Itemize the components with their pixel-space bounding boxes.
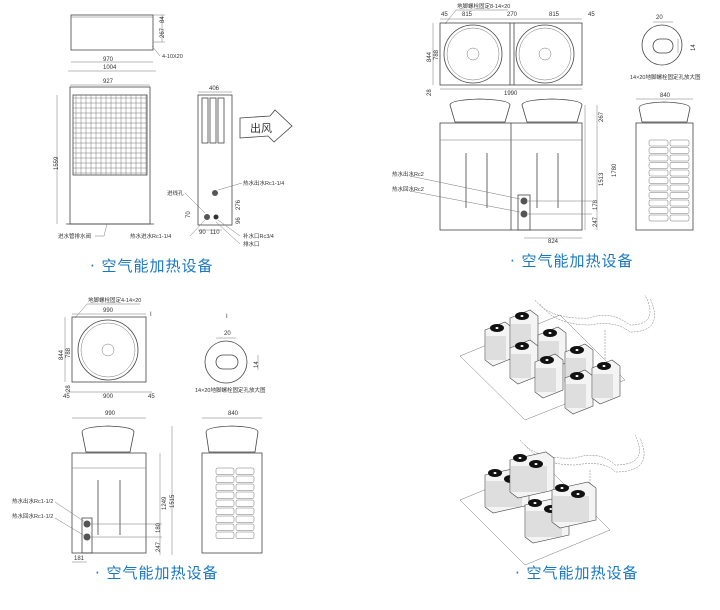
dim-90: 90 [199,230,206,236]
side-view-double-unit: 840 [635,93,694,231]
hole-detail-bottom-left: I 20 14 14×20地脚螺栓固定孔放大图 [195,314,266,394]
dim-45-right: 45 [148,394,155,400]
dim-70: 70 [186,211,192,218]
dim-990-front: 990 [105,411,116,417]
airflow-label: 出风 [250,121,272,135]
dim-247-b: 247 [156,541,162,552]
dim-970: 970 [103,57,114,63]
hole-detail-caption: 14×20地脚螺栓固定孔放大图 [630,73,701,81]
dim-45-a: 45 [441,12,448,18]
drain-label: 排水口 [243,240,260,248]
dim-28: 28 [427,89,433,96]
dim-178: 178 [593,199,599,210]
caption-top-right: · 空气能加热设备 [510,252,634,270]
dim-1990: 1990 [504,91,518,97]
section-mark-b: I [226,314,228,320]
dim-45-left: 45 [63,394,70,400]
section-mark-a: I [150,312,152,318]
dim-844: 844 [427,51,433,62]
front-view-small-unit: 927 1559 进水管排水阀 [54,79,154,240]
dim-45-b: 45 [588,12,595,18]
panel-top-left: 84 267 4-10X20 970 1004 927 1559 进水管排水阀 [30,0,330,280]
dim-84: 84 [160,16,166,23]
dim-1249: 1249 [162,496,168,510]
dim-815-b: 815 [549,12,560,18]
dim-1004: 1004 [103,65,117,71]
front-view-single-unit: 990 热水出水Rc1-1/2 热水回水Rc1-1/2 1249 1515 18… [12,411,176,563]
dim-900: 900 [103,394,114,400]
dim-1515: 1515 [170,494,176,508]
cable-hole-label: 进线孔 [167,189,184,197]
hot-water-out-rc112-label: 热水出水Rc1-1/2 [12,497,53,505]
dim-840-a: 840 [660,93,671,99]
dim-180: 180 [156,522,162,533]
dim-1513: 1513 [599,172,605,186]
drawing-bottom-right [459,294,655,566]
caption-bottom-right: · 空气能加热设备 [515,564,639,582]
dim-28-b: 28 [66,385,72,392]
hole-dim-20-b: 20 [224,331,231,337]
panel-bottom-right: · 空气能加热设备 [360,290,720,610]
heat-pump-unit [484,321,514,367]
dim-990-top: 990 [103,308,114,314]
dim-181: 181 [74,556,85,562]
hole-note: 4-10X20 [162,54,183,60]
hole-dim-20: 20 [656,15,663,21]
panel-bottom-left: 地脚螺栓固定4-14×20 990 I 844 788 28 45 900 45… [0,290,360,610]
heat-pump-unit [534,353,564,399]
dim-96: 96 [236,217,242,224]
hot-water-return-rc112-label: 热水回水Rc1-1/2 [12,512,53,520]
dim-927: 927 [103,79,114,85]
heat-pump-unit [591,359,621,405]
drawing-bottom-left: 地脚螺栓固定4-14×20 990 I 844 788 28 45 900 45… [12,296,266,563]
front-view-double-unit: 热水出水Rc2 热水回水Rc2 267 1513 1780 178 247 82… [392,98,618,245]
dim-815-a: 815 [462,12,473,18]
hole-dim-14: 14 [691,44,697,51]
dim-788: 788 [434,49,440,60]
drawing-top-left: 84 267 4-10X20 970 1004 927 1559 进水管排水阀 [54,14,293,248]
dim-406: 406 [209,86,220,92]
dim-267: 267 [160,27,166,38]
caption-top-left: · 空气能加热设备 [90,257,214,275]
hot-water-out-label: 热水出水Rc1-1/4 [243,179,284,187]
heat-pump-unit [509,339,539,385]
heat-pump-double-unit [551,481,597,529]
dim-267-b: 267 [599,111,605,122]
side-view-single-unit: 840 [201,411,263,554]
dim-1559: 1559 [54,156,60,170]
top-view-single-unit: 地脚螺栓固定4-14×20 990 I 844 788 28 45 900 45 [59,296,155,400]
dim-824: 824 [548,239,559,245]
dim-788-b: 788 [66,347,72,358]
hot-water-return-rc2-label: 热水回水Rc2 [392,185,424,193]
drawing-top-right: 地脚螺栓固定8-14×20 45 815 270 815 45 844 788 … [392,2,701,245]
hole-dim-14-b: 14 [254,361,260,368]
hot-water-out-rc2-label: 热水出水Rc2 [392,170,424,178]
heat-pump-unit [564,369,594,415]
panel-top-right: 地脚螺栓固定8-14×20 45 815 270 815 45 844 788 … [360,0,720,280]
top-view-double-unit: 地脚螺栓固定8-14×20 45 815 270 815 45 844 788 … [427,2,595,97]
installation-layout-4-double-units [459,434,645,566]
top-view-small-unit: 84 267 4-10X20 970 1004 [68,14,183,72]
hot-water-in-label: 热水进水Rc1-1/4 [130,232,171,240]
dim-840-b: 840 [228,411,239,417]
hole-detail-top-right: 20 14 14×20地脚螺栓固定孔放大图 [630,15,701,81]
heat-pump-double-unit [509,451,555,499]
drain-valve-label: 进水管排水阀 [58,232,91,240]
hole-detail-caption-b: 14×20地脚螺栓固定孔放大图 [195,386,266,394]
installation-layout-8-units [459,294,655,421]
dim-110: 110 [210,230,220,236]
dim-276: 276 [236,199,242,210]
dim-270: 270 [507,12,518,18]
bolt-note: 地脚螺栓固定8-14×20 [457,2,510,10]
makeup-water-label: 补水口Rc3/4 [243,232,274,240]
dim-247: 247 [593,216,599,227]
side-view-small-unit: 406 出风 热水出水Rc1-1/4 进线孔 70 276 96 90 110 … [130,86,293,248]
dim-1780: 1780 [612,163,618,177]
dim-844-b: 844 [59,349,65,360]
bolt-note-4: 地脚螺栓固定4-14×20 [88,296,141,304]
caption-bottom-left: · 空气能加热设备 [95,564,219,582]
